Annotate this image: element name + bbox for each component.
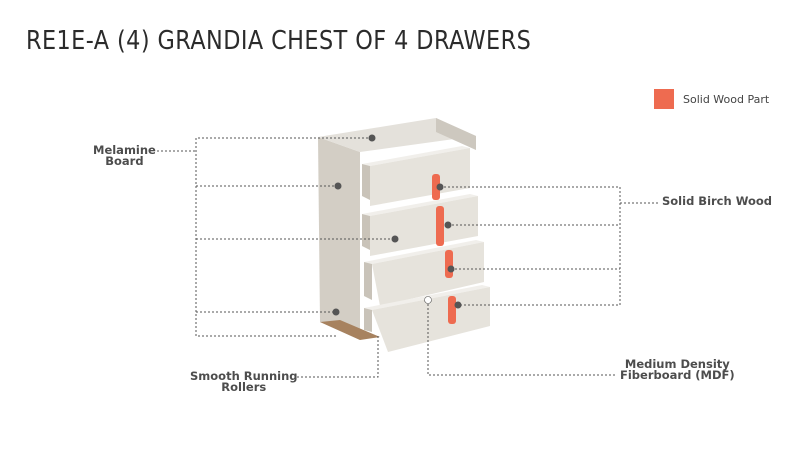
legend: Solid Wood Part — [654, 89, 769, 109]
callout-mdf: Medium Density Fiberboard (MDF) — [620, 357, 735, 382]
drawer-4-handle — [448, 296, 456, 324]
dot-base — [332, 308, 340, 316]
dot-handle-3 — [447, 265, 455, 273]
drawer-1-top-edge — [362, 146, 470, 166]
callout-lines — [157, 137, 660, 378]
callout-melamine-board: Melamine Board — [93, 143, 156, 168]
legend-label: Solid Wood Part — [683, 92, 770, 106]
drawer-2-handle — [436, 206, 444, 246]
dot-handle-4 — [454, 301, 462, 309]
page-title: RE1E-A (4) GRANDIA CHEST OF 4 DRAWERS — [26, 26, 532, 56]
dot-drawer-2 — [391, 235, 399, 243]
callout-dots — [332, 134, 462, 316]
mdf-line — [427, 300, 616, 376]
drawer-3-top-edge — [364, 240, 484, 264]
dot-top — [368, 134, 376, 142]
drawer-1-front — [370, 148, 470, 206]
drawer-1-handle — [432, 174, 440, 200]
drawer-2-side — [362, 214, 370, 250]
dot-handle-2 — [444, 221, 452, 229]
callout-rollers-line1: Smooth Running — [190, 369, 298, 383]
birch-bracket — [440, 186, 621, 306]
drawer-4-side — [364, 308, 372, 332]
chest-back-edge — [436, 118, 476, 150]
callout-birch-line1: Solid Birch Wood — [662, 194, 772, 208]
chest-illustration — [318, 118, 490, 352]
callout-solid-birch-wood: Solid Birch Wood — [662, 194, 772, 208]
callout-melamine-line1: Melamine — [93, 143, 156, 157]
drawer-1-side — [362, 164, 370, 200]
dot-handle-1 — [436, 183, 444, 191]
dot-side — [334, 182, 342, 190]
chest-base — [320, 320, 380, 340]
drawer-3-side — [364, 262, 372, 300]
drawer-3-handle — [445, 250, 453, 278]
rollers-line — [295, 336, 379, 378]
drawer-3-front — [372, 242, 484, 306]
dot-mdf — [424, 296, 432, 304]
melamine-bracket — [195, 137, 372, 337]
chest-side-panel — [318, 137, 360, 340]
legend-swatch-solid-wood — [654, 89, 674, 109]
callout-rollers-line2: Rollers — [221, 380, 267, 394]
callout-smooth-running-rollers: Smooth Running Rollers — [190, 369, 298, 394]
drawer-2-top-edge — [362, 194, 478, 216]
callout-mdf-line2: Fiberboard (MDF) — [620, 368, 735, 382]
callout-melamine-line2: Board — [105, 154, 144, 168]
callout-mdf-line1: Medium Density — [624, 357, 730, 371]
